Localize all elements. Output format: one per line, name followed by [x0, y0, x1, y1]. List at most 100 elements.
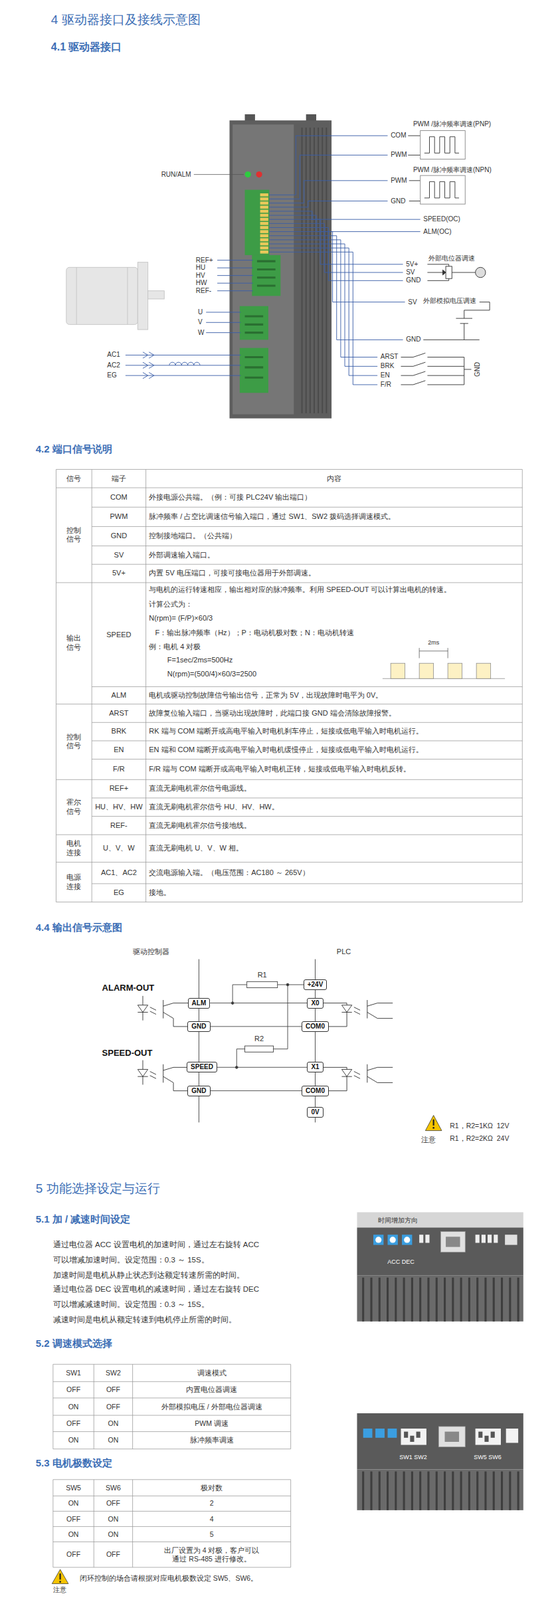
label-text: OFF: [66, 1514, 81, 1524]
terminal-box: SPEED: [186, 1061, 218, 1073]
driver-photo: [375, 1428, 385, 1438]
label-text: R1，R2=2KΩ 24V: [449, 1133, 509, 1143]
label-text: 注意: [53, 1585, 67, 1594]
label-text: 控制接地端口。（公共端）: [148, 531, 237, 541]
motor-figure: [66, 267, 138, 325]
label-text: AC2: [106, 361, 120, 370]
driver-photo: [484, 1435, 489, 1442]
pwm-signal-symbol: [424, 181, 460, 198]
label-text: ON: [68, 1402, 80, 1411]
label-text: 5 功能选择设定与运行: [35, 1181, 161, 1197]
driver-photo: [475, 1428, 501, 1445]
table-rule: [55, 581, 523, 583]
terminal-pin: [260, 205, 269, 209]
signal-wire: [125, 135, 421, 385]
label-text: N(rpm)=(500/4)×60/3=2500: [167, 669, 257, 679]
terminal-pin: [260, 221, 269, 226]
optocoupler: [150, 1071, 157, 1079]
label-text: HV: [195, 271, 206, 280]
label-text: 可以增减加速时间。设定范围：0.3 ～ 15S。: [53, 1255, 210, 1265]
label-text: SW1: [65, 1368, 82, 1378]
table-rule: [290, 1479, 291, 1568]
label-text: F/R 端与 COM 端断开或高电平输入时电机正转，短接或低电平输入时电机反转。: [148, 764, 411, 774]
label-text: ALARM-OUT: [102, 982, 155, 994]
driver-housing: [302, 127, 327, 414]
label-text: 5.2 调速模式选择: [35, 1337, 113, 1350]
table-rule: [55, 468, 57, 902]
output-circuit: [198, 959, 315, 1123]
driver-photo: [356, 1226, 523, 1275]
label-text: 加速时间是电机从静止状态到达额定转速所需的时间。: [53, 1270, 245, 1281]
terminal-name: GND: [191, 1022, 206, 1031]
terminal-pin: [260, 217, 269, 222]
potentiometer-symbol: [442, 269, 446, 276]
driver-housing: [232, 124, 294, 414]
driver-photo: [419, 1234, 424, 1243]
table-rule: [91, 740, 523, 741]
terminal-name: X0: [310, 999, 319, 1008]
table-rule: [55, 487, 523, 489]
driver-photo: [375, 1236, 382, 1243]
table-rule: [53, 1541, 291, 1542]
switch-symbol: [401, 352, 472, 385]
label-text: SW2: [105, 1368, 121, 1378]
driver-photo: [373, 1234, 384, 1245]
table-rule: [53, 1525, 291, 1527]
table-rule: [93, 1479, 95, 1568]
label-text: REF-: [110, 821, 128, 830]
label-text: V: [197, 318, 203, 327]
label-text: ON: [108, 1435, 119, 1445]
label-text: PWM: [390, 176, 407, 185]
signal-wire: [217, 260, 254, 291]
label-text: 4.2 端口信号说明: [35, 443, 113, 456]
label-text: SV: [407, 298, 417, 307]
label-text: REF+: [195, 256, 214, 265]
terminal-box: +24V: [303, 979, 328, 990]
label-text: EG: [113, 888, 125, 897]
driver-photo: [487, 1234, 492, 1243]
warning-icon: [59, 1580, 62, 1583]
terminal-box: ALM: [187, 997, 211, 1009]
label-text: 直流无刷电机霍尔信号接地线。: [148, 821, 252, 830]
driver-photo: [440, 1231, 465, 1253]
label-text: SW5: [65, 1483, 82, 1492]
label-text: OFF: [66, 1418, 81, 1428]
terminal-name: ALM: [191, 999, 207, 1008]
label-text: PWM: [390, 150, 407, 159]
table-rule: [52, 1479, 54, 1568]
table-rule: [91, 722, 523, 723]
label-text: 5.1 加 / 减速时间设定: [35, 1212, 131, 1225]
label-text: 闭环控制的场合请根据对应电机极数设定 SW5、SW6。: [79, 1573, 258, 1583]
label-text: PWM /脉冲频率调速(PNP): [413, 120, 491, 129]
driver-photo: [363, 1277, 519, 1322]
label-text: EN: [380, 371, 390, 380]
output-circuit: [198, 959, 315, 1123]
label-text: BRK: [380, 362, 395, 371]
pulse-waveform: [447, 662, 462, 679]
pulse-waveform: [419, 647, 448, 658]
connector-line: [209, 1002, 307, 1004]
label-text: 2ms: [427, 639, 440, 647]
label-text: 2: [209, 1498, 214, 1508]
table-rule: [53, 1448, 291, 1449]
label-text: SPEED-OUT: [102, 1047, 153, 1059]
signal-wire: [205, 312, 241, 333]
label-text: R1: [257, 970, 268, 980]
label-text: AC1、AC2: [100, 868, 137, 877]
label-text: ALM(OC): [423, 227, 452, 236]
driver-photo: [356, 1468, 523, 1510]
table-rule: [132, 1479, 133, 1568]
table-rule: [55, 779, 523, 780]
driver-photo: [438, 1426, 465, 1447]
terminal-pin: [260, 209, 269, 214]
label-text: ARST: [108, 708, 129, 718]
table-grid: [53, 468, 523, 1567]
output-circuit: [286, 983, 289, 986]
terminal-block: [239, 306, 269, 341]
label-text: 电源连接: [66, 872, 82, 892]
label-text: 电机或驱动控制故障信号输出信号，正常为 5V，出现故障时电平为 0V。: [148, 690, 383, 700]
driver-photo: [478, 1431, 483, 1438]
label-text: OFF: [66, 1549, 81, 1559]
